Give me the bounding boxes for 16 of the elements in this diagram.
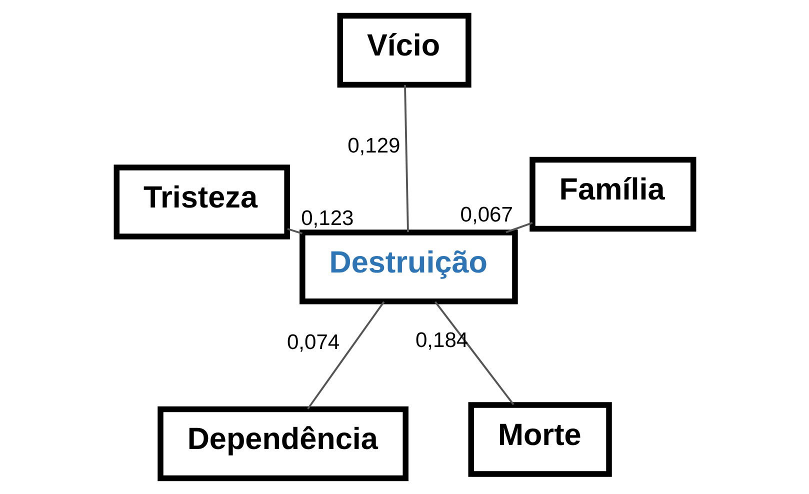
connector: [286, 228, 302, 234]
connector: [306, 301, 384, 410]
edge-label: 0,123: [300, 207, 354, 230]
connector: [505, 222, 532, 234]
edge-label: 0,184: [414, 329, 468, 352]
node-box: Família: [529, 156, 696, 232]
node-box: Morte: [468, 402, 612, 477]
edge-label: 0,074: [286, 331, 340, 354]
edge-label: 0,129: [347, 134, 400, 158]
node-box: Vício: [336, 12, 471, 88]
node-box: Destruição: [299, 230, 518, 304]
edge-label: 0,067: [460, 203, 512, 226]
connector: [434, 301, 514, 406]
node-box: Dependência: [157, 406, 408, 482]
connector: [404, 84, 408, 232]
node-box: Tristeza: [113, 164, 290, 240]
